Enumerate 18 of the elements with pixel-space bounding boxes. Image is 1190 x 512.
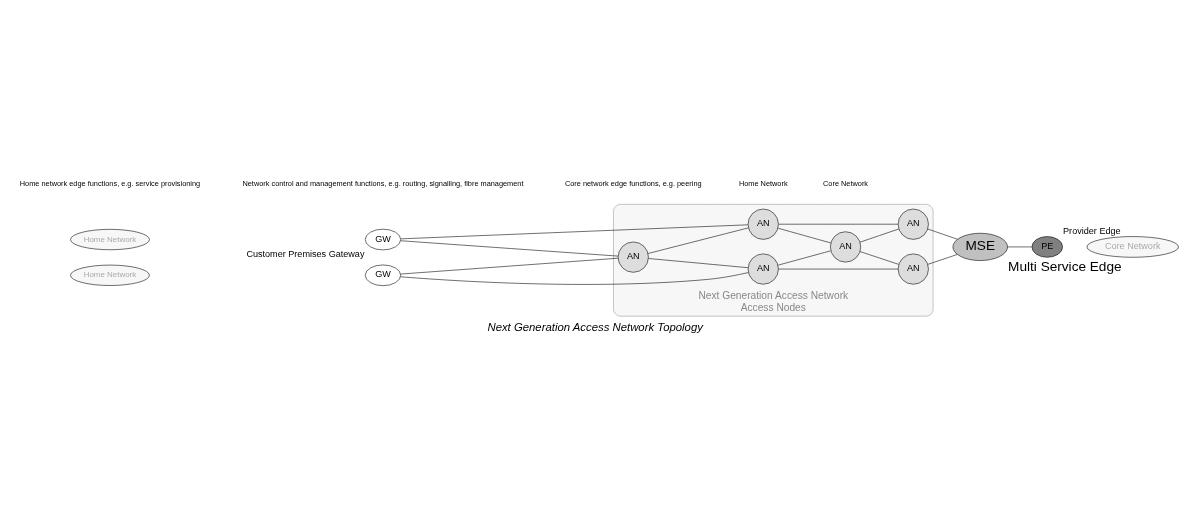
node-label: Customer Premises Gateway xyxy=(246,249,365,260)
node-label: Multi Service Edge xyxy=(1008,259,1122,275)
connector xyxy=(1007,246,1033,248)
node-ellipse: MSE xyxy=(952,232,1008,261)
node-circle: AN xyxy=(897,208,929,240)
node-circle: AN xyxy=(617,241,649,273)
node-circle: AN xyxy=(830,231,861,263)
node-ellipse: GW xyxy=(364,228,401,251)
node-circle: AN xyxy=(747,253,779,285)
node-label: Provider Edge xyxy=(1063,225,1121,236)
node-ellipse: Core Network xyxy=(1086,236,1179,258)
node-circle: AN xyxy=(897,253,929,285)
node-circle: AN xyxy=(747,208,779,240)
caption: Next Generation Access Network Topology xyxy=(487,321,703,334)
node-ellipse: PE xyxy=(1031,236,1063,258)
connector xyxy=(400,240,619,257)
node-ellipse: GW xyxy=(364,264,401,286)
connector xyxy=(400,257,619,275)
